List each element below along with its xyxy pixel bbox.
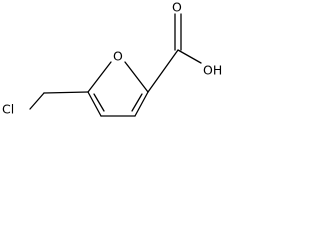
ring-oxygen-label: O — [113, 49, 123, 64]
chemical-structure: Cl O O OH — [2, 0, 222, 117]
bond-c5-o1 — [87, 61, 112, 93]
carbonyl-oxygen-label: O — [172, 0, 182, 15]
bond-o1-c2 — [124, 61, 149, 93]
chlorine-label: Cl — [2, 102, 14, 117]
bond-ch2-c5 — [43, 91, 89, 94]
bond-c2-cooh — [147, 49, 179, 93]
bond-c2-c3 — [134, 91, 149, 117]
hydroxyl-label: OH — [203, 63, 222, 78]
bond-c4-c5-inner — [93, 93, 105, 112]
bond-cl-ch2 — [29, 92, 45, 110]
bond-c2-c3-inner — [131, 93, 143, 112]
bond-c-oh — [177, 49, 202, 64]
bond-c4-c5 — [87, 91, 102, 117]
